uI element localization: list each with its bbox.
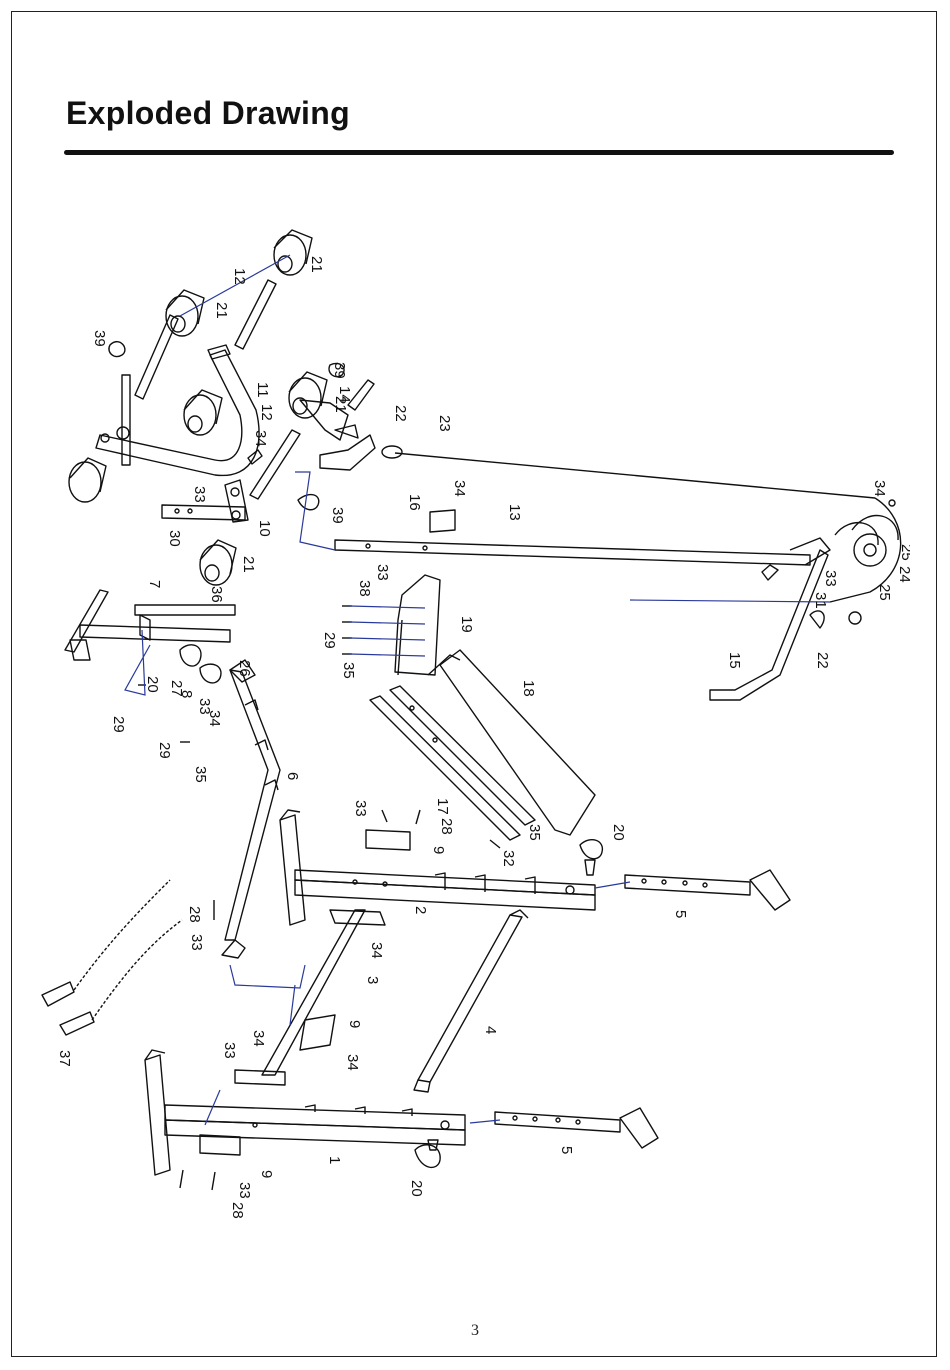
callout-30: 30: [166, 530, 183, 547]
callout-34: 34: [252, 430, 269, 447]
callout-19: 19: [458, 616, 475, 633]
callout-12: 12: [231, 268, 248, 285]
callout-20: 20: [144, 676, 161, 693]
callout-18: 18: [520, 680, 537, 697]
callout-34: 34: [250, 1030, 267, 1047]
callout-22: 22: [392, 405, 409, 422]
upright-rail-13-15: [335, 510, 830, 700]
callout-32: 32: [500, 850, 517, 867]
callout-20: 20: [408, 1180, 425, 1197]
callout-9: 9: [346, 1020, 363, 1028]
callout-34: 34: [368, 942, 385, 959]
callout-21: 21: [240, 556, 257, 573]
callout-38: 38: [356, 580, 373, 597]
back-frame-6-7-8: [65, 590, 280, 958]
callout-28: 28: [438, 818, 455, 835]
callout-25: 25: [876, 584, 893, 601]
callout-15: 15: [726, 652, 743, 669]
callout-1: 1: [326, 1156, 343, 1164]
callout-33: 33: [191, 486, 208, 503]
callout-29: 29: [156, 742, 173, 759]
seat-pads: [370, 575, 595, 840]
callout-10: 10: [256, 520, 273, 537]
callout-34: 34: [344, 1054, 361, 1071]
callout-35: 35: [526, 824, 543, 841]
exploded-drawing: 21 12 21 39 11 12 21 34 33 30 10 21 39 1…: [30, 220, 910, 1300]
callout-28: 28: [229, 1202, 246, 1219]
callout-2: 2: [412, 906, 429, 914]
callout-23: 23: [436, 415, 453, 432]
callout-20: 20: [610, 824, 627, 841]
callout-33: 33: [236, 1182, 253, 1199]
callout-39: 39: [91, 330, 108, 347]
callout-6: 6: [284, 772, 301, 780]
callout-37: 37: [56, 1050, 73, 1067]
callout-33: 33: [221, 1042, 238, 1059]
page-title: Exploded Drawing: [66, 95, 350, 132]
callout-8: 8: [178, 690, 195, 698]
callout-13: 13: [506, 504, 523, 521]
callout-16: 16: [406, 494, 423, 511]
callout-33: 33: [188, 934, 205, 951]
callout-9: 9: [258, 1170, 275, 1178]
callout-29: 29: [110, 716, 127, 733]
callout-31: 31: [812, 592, 829, 609]
callout-17: 17: [434, 798, 451, 815]
callout-labels: 21 12 21 39 11 12 21 34 33 30 10 21 39 1…: [56, 256, 910, 1219]
callout-26: 26: [236, 660, 253, 677]
leg-tube-5-lower: [495, 1108, 658, 1148]
callout-25: 25: [898, 544, 910, 561]
callout-21: 21: [308, 256, 325, 273]
callout-34: 34: [451, 480, 468, 497]
seat-base-2: [280, 810, 595, 925]
callout-5: 5: [558, 1146, 575, 1154]
leg-roller-assembly: [69, 230, 375, 585]
callout-39: 39: [331, 362, 348, 379]
callout-21: 21: [213, 302, 230, 319]
callout-12: 12: [258, 404, 275, 421]
leg-tube-5-upper: [625, 870, 790, 910]
title-rule: [64, 150, 894, 155]
callout-14: 14: [336, 386, 353, 403]
main-frame-3: [235, 910, 385, 1085]
callout-4: 4: [482, 1026, 499, 1034]
callout-36: 36: [208, 586, 225, 603]
callout-24: 24: [896, 566, 910, 583]
callout-11: 11: [254, 382, 271, 398]
callout-22: 22: [814, 652, 831, 669]
callout-33: 33: [822, 570, 839, 587]
stabilizer-4: [414, 910, 528, 1092]
callout-34: 34: [871, 480, 888, 497]
callout-39: 39: [329, 507, 346, 524]
callout-9: 9: [430, 846, 447, 854]
callout-33: 33: [352, 800, 369, 817]
callout-35: 35: [340, 662, 357, 679]
callout-7: 7: [146, 580, 163, 588]
callout-5: 5: [672, 910, 689, 918]
callout-3: 3: [364, 976, 381, 984]
callout-33: 33: [374, 564, 391, 581]
callout-28: 28: [186, 906, 203, 923]
cable-handles-37: [42, 880, 182, 1035]
callout-35: 35: [192, 766, 209, 783]
callout-34: 34: [206, 710, 223, 727]
callout-29: 29: [321, 632, 338, 649]
page-number: 3: [0, 1322, 950, 1340]
